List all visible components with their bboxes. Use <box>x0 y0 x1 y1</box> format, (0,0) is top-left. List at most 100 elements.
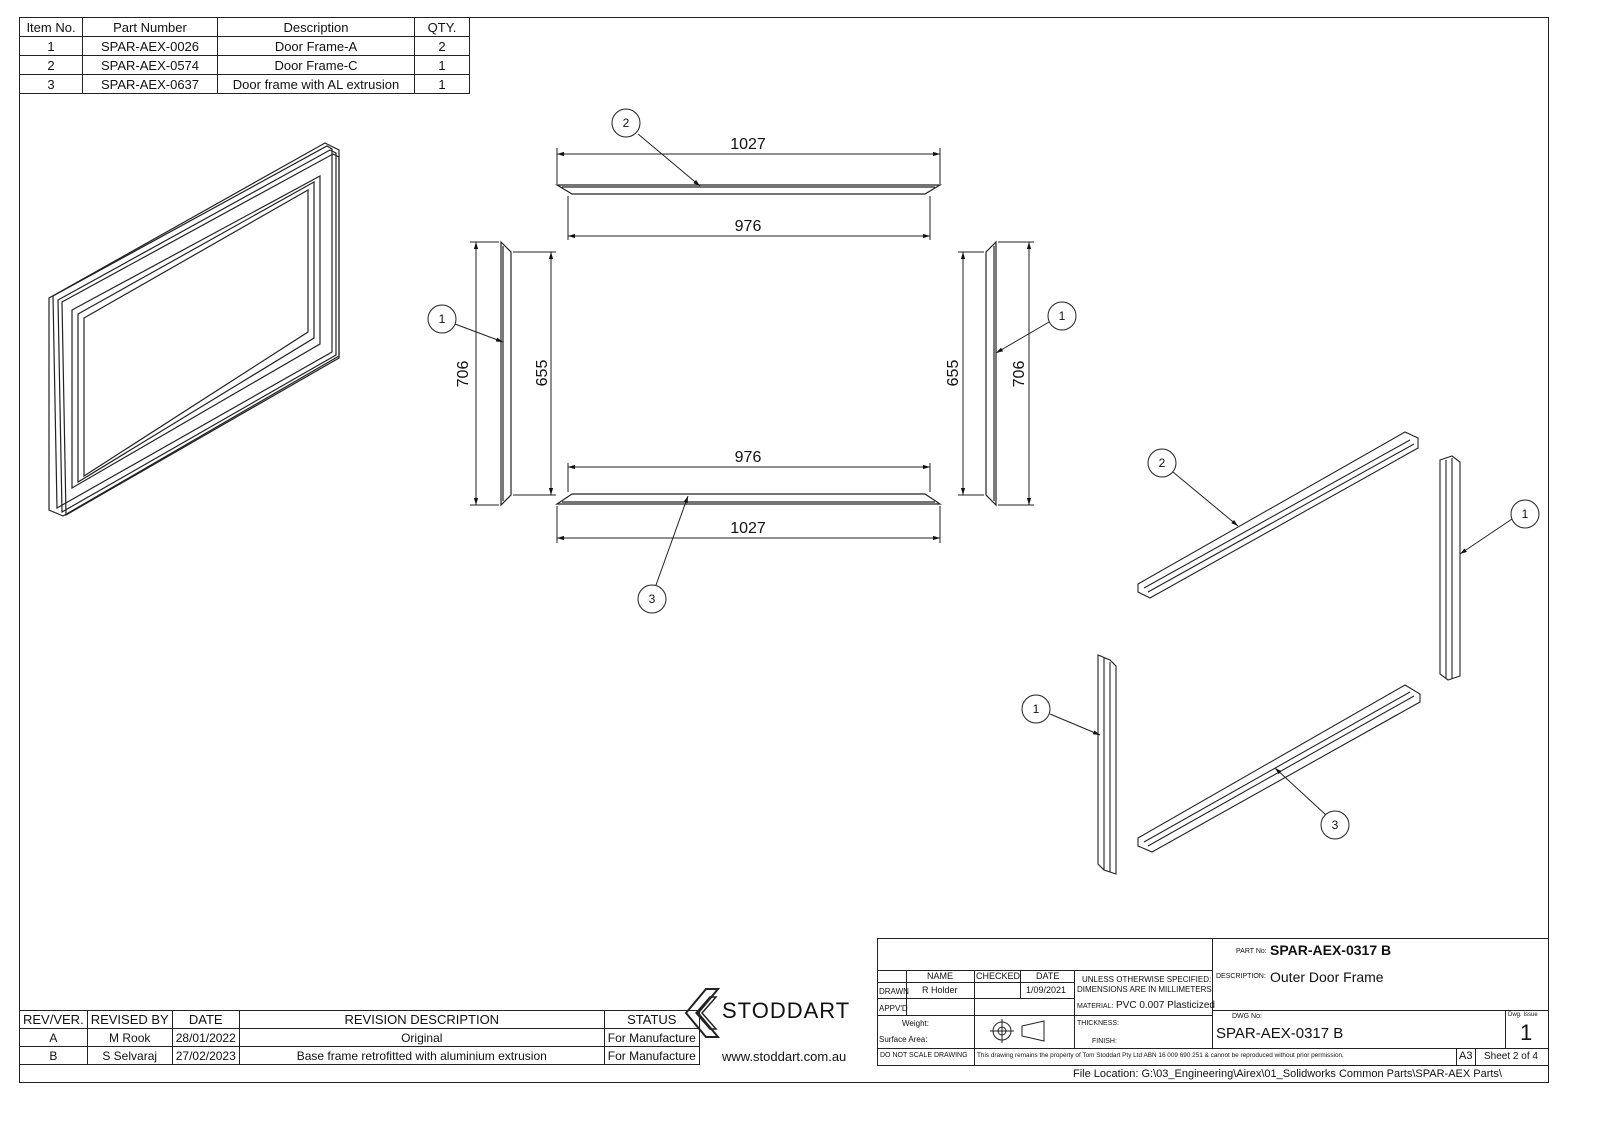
bom-cell: SPAR-AEX-0574 <box>82 55 218 75</box>
title-block <box>877 938 1549 1066</box>
balloon-top: 2 <box>611 108 701 187</box>
drawn-label: DRAWN <box>879 987 909 996</box>
balloon-iso-right: 1 <box>1459 499 1540 555</box>
bom-cell: SPAR-AEX-0026 <box>82 36 218 56</box>
dim-bottom-inner: 976 <box>735 449 762 466</box>
dim-left-inner: 655 <box>534 360 551 387</box>
revision-header-row: REV/VER. REVISED BY DATE REVISION DESCRI… <box>19 1010 700 1029</box>
title-col <box>1505 1010 1506 1048</box>
rev-header-date: DATE <box>171 1010 240 1029</box>
bottom-frame-part <box>555 493 942 505</box>
dwg-no-label: DWG No: <box>1232 1013 1262 1020</box>
bottom-dim-inner <box>567 463 931 492</box>
dim-bottom-outer: 1027 <box>730 520 766 537</box>
balloon-iso-top-label: 2 <box>1159 456 1166 470</box>
title-col <box>906 970 907 1015</box>
dim-top-outer: 1027 <box>730 136 766 153</box>
material-value: PVC 0.007 Plasticized <box>1116 1000 1215 1011</box>
rev-cell: B <box>19 1046 88 1065</box>
right-dim-outer <box>998 241 1034 506</box>
title-rule <box>877 1015 1212 1016</box>
part-number: SPAR-AEX-0317 B <box>1270 942 1392 958</box>
right-frame-part <box>985 240 997 507</box>
file-location: File Location: G:\03_Engineering\Airex\0… <box>1073 1068 1502 1080</box>
top-frame-part <box>554 184 943 195</box>
bom-cell: 1 <box>414 74 470 94</box>
top-dim-outer <box>556 148 941 184</box>
table-row: 3 SPAR-AEX-0637 Door frame with AL extru… <box>19 74 470 94</box>
balloon-bottom-label: 3 <box>649 592 656 606</box>
appvd-label: APPV'D <box>879 1004 908 1013</box>
title-col <box>1020 970 1021 998</box>
revision-table: REV/VER. REVISED BY DATE REVISION DESCRI… <box>19 1010 700 1065</box>
bottom-dim-outer <box>556 506 941 543</box>
sheet-number: Sheet 2 of 4 <box>1484 1051 1538 1062</box>
material-label: MATERIAL: <box>1077 1003 1114 1010</box>
brand-website[interactable]: www.stoddart.com.au <box>722 1049 847 1064</box>
balloon-left: 1 <box>427 304 504 343</box>
title-rule <box>877 970 1212 971</box>
balloon-iso-right-label: 1 <box>1522 507 1529 521</box>
rev-header-description: REVISION DESCRIPTION <box>238 1010 605 1029</box>
iso-right-part <box>1439 455 1461 681</box>
bom-header-row: Item No. Part Number Description QTY. <box>19 17 470 37</box>
rev-cell: For Manufacture <box>603 1046 700 1065</box>
rev-header-by: REVISED BY <box>86 1010 173 1029</box>
balloon-bottom: 3 <box>637 495 689 614</box>
rev-cell: M Rook <box>86 1028 173 1047</box>
brand-name: STODDART <box>722 998 851 1023</box>
col-name-label: NAME <box>927 971 954 981</box>
title-col <box>1475 1048 1476 1066</box>
copyright-note: This drawing remains the property of Tom… <box>977 1052 1344 1059</box>
description-label: DESCRIPTION: <box>1216 973 1266 980</box>
title-col <box>974 1048 975 1066</box>
drawn-date: 1/09/2021 <box>1026 985 1067 995</box>
balloon-top-label: 2 <box>623 116 630 130</box>
left-frame-part <box>500 240 512 507</box>
finish-label: FINISH: <box>1092 1038 1117 1045</box>
balloon-iso-top: 2 <box>1147 448 1239 527</box>
balloon-iso-bottom-label: 3 <box>1332 818 1339 832</box>
bom-header-part: Part Number <box>82 17 218 37</box>
top-dim-inner <box>567 196 931 240</box>
rev-cell: Original <box>238 1028 605 1047</box>
left-dim-inner <box>513 251 556 496</box>
table-row: A M Rook 28/01/2022 Original For Manufac… <box>19 1028 700 1047</box>
rev-cell: 27/02/2023 <box>171 1046 240 1065</box>
title-divider <box>1212 938 1213 1048</box>
tolerance-note-1: UNLESS OTHERWISE SPECIFIED: <box>1082 975 1212 984</box>
right-dim-inner <box>958 251 984 496</box>
thickness-label: THICKNESS: <box>1077 1020 1120 1027</box>
projection-symbol-icon <box>990 1019 1045 1043</box>
dim-right-inner: 655 <box>945 360 962 387</box>
balloon-iso-left-label: 1 <box>1033 702 1040 716</box>
stoddart-logo-icon <box>684 988 721 1038</box>
bill-of-materials: Item No. Part Number Description QTY. 1 … <box>19 17 470 94</box>
tolerance-note-2: DIMENSIONS ARE IN MILLIMETERS <box>1077 985 1212 994</box>
drawing-border <box>19 17 1549 1083</box>
rev-header-rev: REV/VER. <box>19 1010 88 1029</box>
rev-cell: S Selvaraj <box>86 1046 173 1065</box>
dim-top-inner: 976 <box>735 218 762 235</box>
bom-cell: Door frame with AL extrusion <box>217 74 415 94</box>
left-dim-outer <box>470 241 499 506</box>
part-description: Outer Door Frame <box>1270 969 1384 985</box>
balloon-iso-bottom: 3 <box>1274 767 1350 840</box>
title-col <box>1074 970 1075 1048</box>
title-rule <box>877 1048 1549 1049</box>
title-rule <box>1212 1010 1549 1011</box>
surface-area-label: Surface Area: <box>879 1035 928 1044</box>
do-not-scale-note: DO NOT SCALE DRAWING <box>880 1052 968 1059</box>
title-col <box>1456 1048 1457 1066</box>
rev-cell: Base frame retrofitted with aluminium ex… <box>238 1046 605 1065</box>
dwg-issue-label: Dwg. Issue <box>1508 1012 1538 1018</box>
dim-left-outer: 706 <box>455 361 472 388</box>
iso-assembled-frame <box>48 142 340 517</box>
rev-cell: For Manufacture <box>603 1028 700 1047</box>
col-date-label: DATE <box>1036 971 1060 981</box>
balloon-right: 1 <box>995 301 1077 354</box>
drawn-name: R Holder <box>922 985 958 995</box>
col-checked-label: CHECKED <box>976 971 1021 981</box>
title-rule <box>877 998 1074 999</box>
